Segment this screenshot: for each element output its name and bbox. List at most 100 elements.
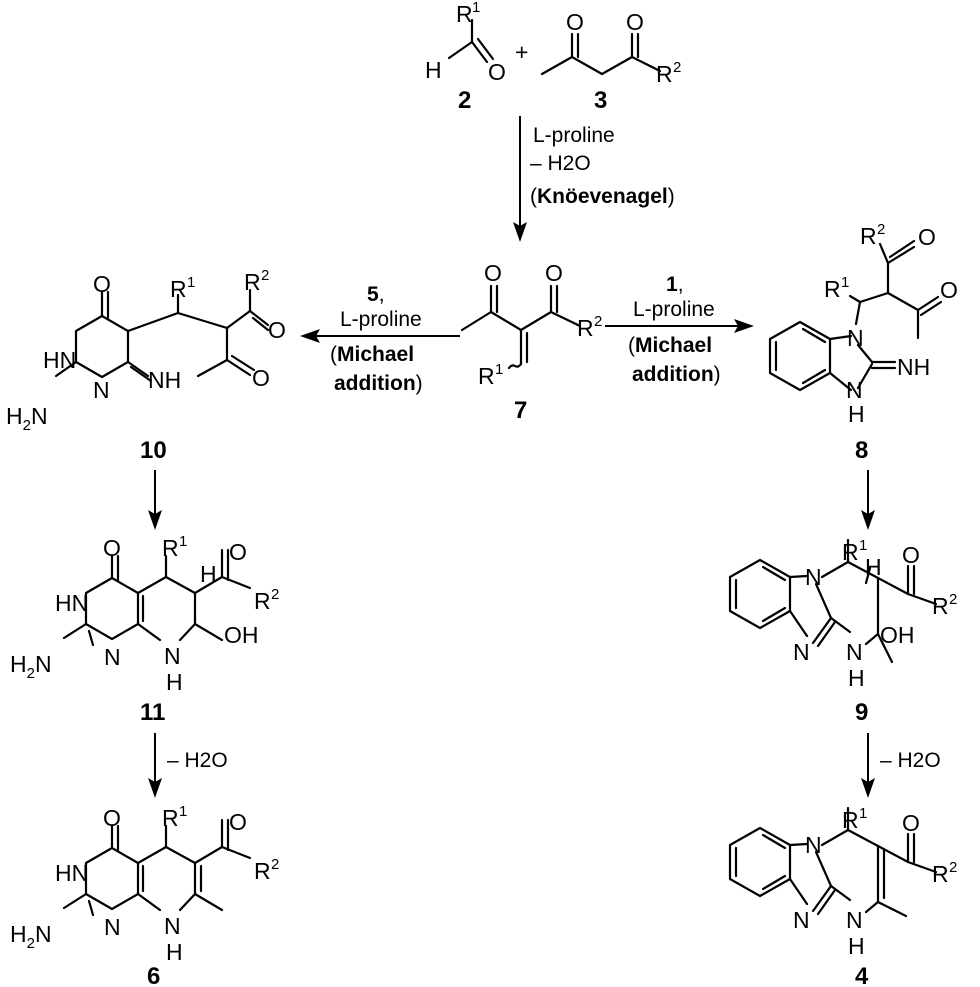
paren-close: ) bbox=[668, 185, 675, 208]
knoevenagel-label: (Knöevenagel) bbox=[530, 185, 675, 208]
c11-h-stereo: H bbox=[200, 561, 217, 587]
c6-r1-label: R bbox=[162, 805, 179, 831]
compound-2-number: 2 bbox=[458, 87, 471, 114]
paren-open: ( bbox=[530, 185, 537, 208]
c8-r2-label: R bbox=[860, 223, 877, 249]
c4-n-top: N bbox=[805, 832, 822, 858]
compound-9-number: 9 bbox=[855, 699, 868, 726]
c7-r2-label: R bbox=[577, 315, 594, 341]
c11-h-bottom: H bbox=[166, 669, 183, 695]
c11-h2n-label: H2N bbox=[10, 651, 52, 682]
c10-o-label-3: O bbox=[252, 365, 270, 391]
c11-o-label-2: O bbox=[229, 539, 247, 565]
compound-10-number: 10 bbox=[140, 437, 167, 464]
michael-word-left: Michael bbox=[337, 343, 414, 366]
c10-h2n-label: H2N bbox=[6, 403, 48, 434]
c9-o-label: O bbox=[902, 542, 920, 568]
c10-h2n-sub: 2 bbox=[23, 417, 31, 434]
c6-h2n-n: N bbox=[35, 921, 52, 947]
c11-r1-label: R bbox=[162, 535, 179, 561]
reagent-1-label: 1, bbox=[666, 273, 684, 296]
compound-8-number: 8 bbox=[855, 437, 868, 464]
c9-n-left: N bbox=[793, 639, 810, 665]
c10-n-label: N bbox=[93, 377, 110, 403]
c6-o-label-2: O bbox=[229, 809, 247, 835]
c7-r1-label: R bbox=[478, 363, 495, 389]
plus-sign: + bbox=[515, 39, 528, 65]
c9-r2-sup: 2 bbox=[949, 591, 957, 608]
lproline-condition-right: L-proline bbox=[633, 298, 715, 321]
paren-open-right: ( bbox=[628, 334, 635, 357]
c6-h2n-sub: 2 bbox=[27, 935, 35, 952]
c10-r2-label: R bbox=[244, 269, 261, 295]
c11-h2n-n: N bbox=[35, 651, 52, 677]
lproline-condition-left: L-proline bbox=[340, 308, 422, 331]
compound-3-number: 3 bbox=[594, 87, 607, 114]
reagent-1-number: 1 bbox=[666, 273, 678, 296]
arrow-8-to-9 bbox=[861, 470, 875, 530]
compound-7-number: 7 bbox=[514, 397, 527, 424]
c8-nh-label: NH bbox=[897, 354, 930, 380]
compound-3-structure: O O R 2 3 bbox=[540, 9, 681, 114]
compound-6-structure: O HN N N H O R 2 R 1 H2N 6 bbox=[10, 803, 279, 987]
c6-r1-sup: 1 bbox=[179, 803, 187, 820]
reagent-5-comma: , bbox=[379, 283, 385, 306]
c6-r2-sup: 2 bbox=[271, 856, 279, 873]
r1-label: R bbox=[456, 1, 473, 27]
paren-open-left: ( bbox=[330, 343, 337, 366]
reagent-1-comma: , bbox=[678, 273, 684, 296]
arrow-9-to-4 bbox=[861, 733, 875, 798]
compound-11-structure: O HN N N H H OH O R 2 R 1 H2N 11 bbox=[10, 533, 279, 726]
aldehyde-o-label: O bbox=[488, 59, 506, 85]
c6-h2n-h: H bbox=[10, 921, 27, 947]
compound-9-structure: N N N H H OH O R 2 R 1 9 bbox=[728, 537, 957, 726]
r1-superscript: 1 bbox=[472, 0, 480, 16]
c7-r2-sup: 2 bbox=[594, 313, 602, 330]
compound-4-number: 4 bbox=[855, 963, 869, 987]
c10-h2n-n: N bbox=[31, 403, 48, 429]
c9-h-bottom: H bbox=[848, 665, 865, 691]
c11-h2n-sub: 2 bbox=[27, 665, 35, 682]
c6-h2n-label: H2N bbox=[10, 921, 52, 952]
paren-close-left: ) bbox=[416, 372, 423, 395]
c6-n-label: N bbox=[104, 914, 121, 940]
c4-n-bottom: N bbox=[846, 907, 863, 933]
addition-label-right: addition) bbox=[632, 363, 721, 386]
michael-word-right: Michael bbox=[635, 334, 712, 357]
c9-n-top: N bbox=[805, 564, 822, 590]
c4-o-label: O bbox=[902, 810, 920, 836]
c9-oh-label: OH bbox=[880, 622, 915, 648]
compound-4-structure: N N N H O R 2 R 1 4 bbox=[728, 805, 957, 987]
michael-arrow-left bbox=[300, 329, 460, 343]
r2-superscript: 2 bbox=[673, 59, 681, 76]
c4-r2-sup: 2 bbox=[949, 859, 957, 876]
c10-r1-sup: 1 bbox=[187, 274, 195, 291]
knoevenagel-name: Knöevenagel bbox=[537, 185, 668, 208]
aldehyde-h-label: H bbox=[425, 57, 442, 83]
compound-11-number: 11 bbox=[140, 699, 165, 726]
c10-r2-sup: 2 bbox=[261, 267, 269, 284]
compound-7-structure: O O R 2 R 1 7 bbox=[460, 260, 602, 424]
reagent-5-label: 5, bbox=[367, 283, 385, 306]
c9-r2-label: R bbox=[932, 593, 949, 619]
paren-close-right: ) bbox=[714, 363, 721, 386]
c9-n-bottom: N bbox=[846, 639, 863, 665]
lproline-condition-top: L-proline bbox=[533, 124, 615, 147]
water-loss-text: – H2O bbox=[530, 152, 591, 175]
c9-r1-label: R bbox=[842, 539, 859, 565]
r2-label: R bbox=[656, 61, 673, 87]
c8-n-top: N bbox=[847, 325, 864, 351]
c10-hn-label: HN bbox=[43, 347, 76, 373]
c11-n-bottom: N bbox=[164, 643, 181, 669]
c10-nh-label: NH bbox=[148, 367, 181, 393]
c6-o-label: O bbox=[103, 805, 121, 831]
c9-r1-sup: 1 bbox=[859, 537, 867, 554]
c4-h-bottom: H bbox=[848, 933, 865, 959]
c11-o-label: O bbox=[103, 535, 121, 561]
michael-label-right: (Michael bbox=[628, 334, 712, 357]
c8-r1-sup: 1 bbox=[841, 274, 849, 291]
c8-r1-label: R bbox=[824, 276, 841, 302]
ketone-o-label-2: O bbox=[626, 9, 644, 35]
compound-8-structure: N N H NH R 1 R 2 O O 8 bbox=[768, 221, 958, 464]
